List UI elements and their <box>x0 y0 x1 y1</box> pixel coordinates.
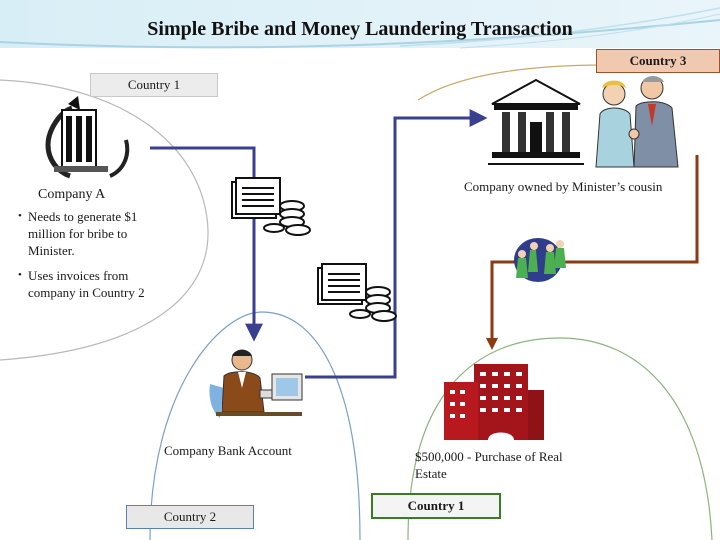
bullet-item: Needs to generate $1 million for bribe t… <box>18 208 168 259</box>
country2-label: Country 2 <box>126 505 254 529</box>
title-banner <box>0 0 720 48</box>
flow-bank-to-country3 <box>305 109 488 379</box>
handshake-people-icon <box>595 76 679 168</box>
bank-icon <box>488 78 584 165</box>
country3-label: Country 3 <box>596 49 720 73</box>
flow-invoice-to-bank <box>150 146 263 342</box>
red-tower-building-icon <box>444 364 544 440</box>
money-stack-icon <box>231 177 311 236</box>
company-a-label: Company A <box>38 187 106 202</box>
cousin-company-label: Company owned by Minister’s cousin <box>464 179 663 194</box>
company-a-bullets: Needs to generate $1 million for bribe t… <box>18 208 168 309</box>
country1-bottom-region <box>407 337 713 540</box>
flow-country3-to-realestate <box>490 155 699 346</box>
real-estate-label: $500,000 - Purchase of Real Estate <box>415 449 563 481</box>
country1-region <box>0 79 209 361</box>
corporate-building-icon <box>45 96 130 179</box>
country1-bottom-label: Country 1 <box>371 493 501 519</box>
bullet-item: Uses invoices from company in Country 2 <box>18 267 168 301</box>
bank-account-label: Company Bank Account <box>164 443 292 458</box>
dancing-people-icon <box>514 238 566 282</box>
banner-swoosh <box>0 19 720 49</box>
page-title: Simple Bribe and Money Laundering Transa… <box>147 18 573 40</box>
country2-region <box>149 311 361 540</box>
money-stack-icon <box>317 263 397 322</box>
businessman-computer-icon <box>209 349 303 418</box>
country1-label: Country 1 <box>90 73 218 97</box>
